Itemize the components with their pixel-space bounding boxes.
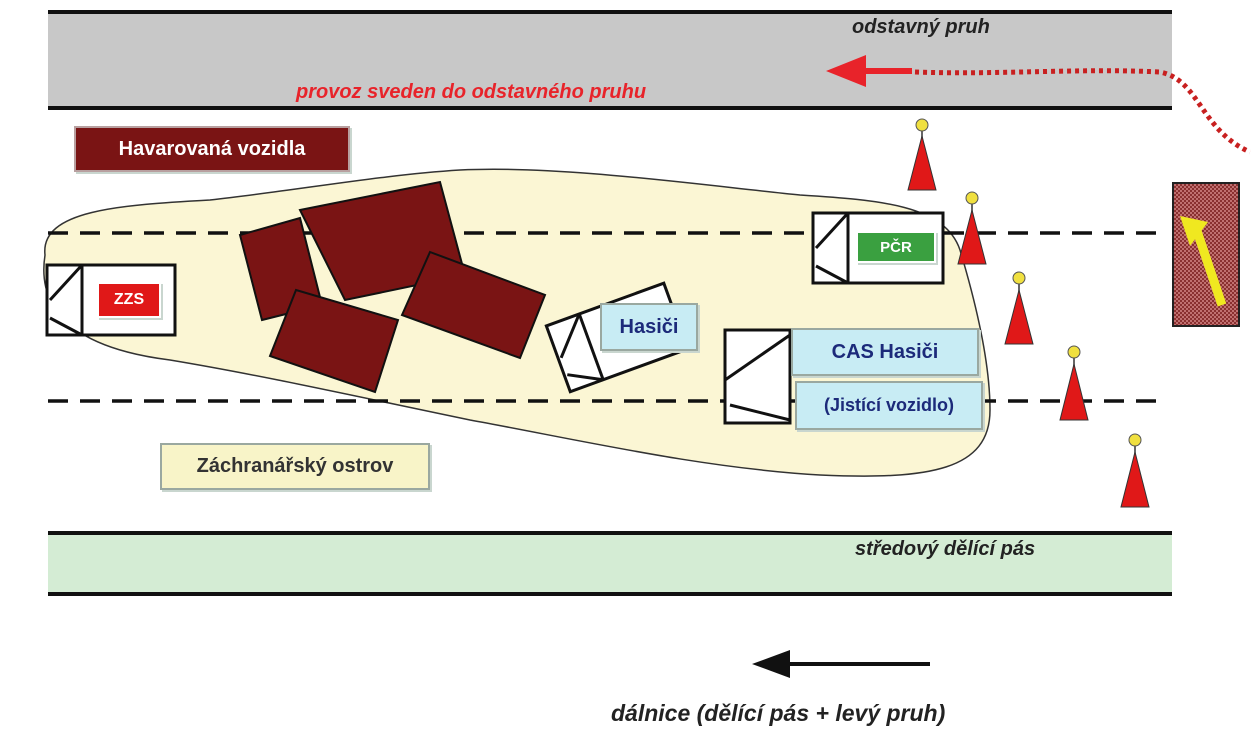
traffic-cone-icon — [907, 118, 937, 191]
warning-sign-icon — [1172, 182, 1240, 327]
shoulder-lane — [48, 12, 1172, 108]
median-label: středový dělící pás — [855, 538, 1036, 560]
diversion-arrow-icon — [826, 55, 866, 87]
crashed-vehicles — [238, 180, 547, 394]
highway-label: dálnice (dělící pás + levý pruh) — [611, 700, 946, 726]
safety-vehicle-label: (Jistící vozidlo) — [795, 381, 983, 430]
crashed-car-3 — [268, 288, 400, 394]
rescue-island-label: Záchranářský ostrov — [160, 443, 430, 490]
traffic-cone-icon — [1059, 345, 1089, 421]
crashed-vehicles-label: Havarovaná vozidla — [74, 126, 350, 172]
tanker-fire-truck-label: CAS Hasiči — [791, 328, 979, 376]
traffic-cone-icon — [957, 191, 987, 265]
tanker-vehicle — [723, 328, 792, 425]
direction-arrow-icon — [752, 650, 790, 678]
median-strip — [48, 533, 1172, 594]
traffic-cones — [907, 118, 1150, 508]
traffic-diverted-label: provoz sveden do odstavného pruhu — [296, 81, 647, 103]
traffic-cone-icon — [1120, 433, 1150, 508]
ambulance-label: ZZS — [97, 282, 161, 318]
crashed-car-4 — [400, 250, 547, 360]
traffic-cone-icon — [1004, 271, 1034, 345]
shoulder-lane-label: odstavný pruh — [852, 16, 990, 38]
firefighters-label: Hasiči — [600, 303, 698, 351]
police-label: PČR — [856, 231, 936, 263]
